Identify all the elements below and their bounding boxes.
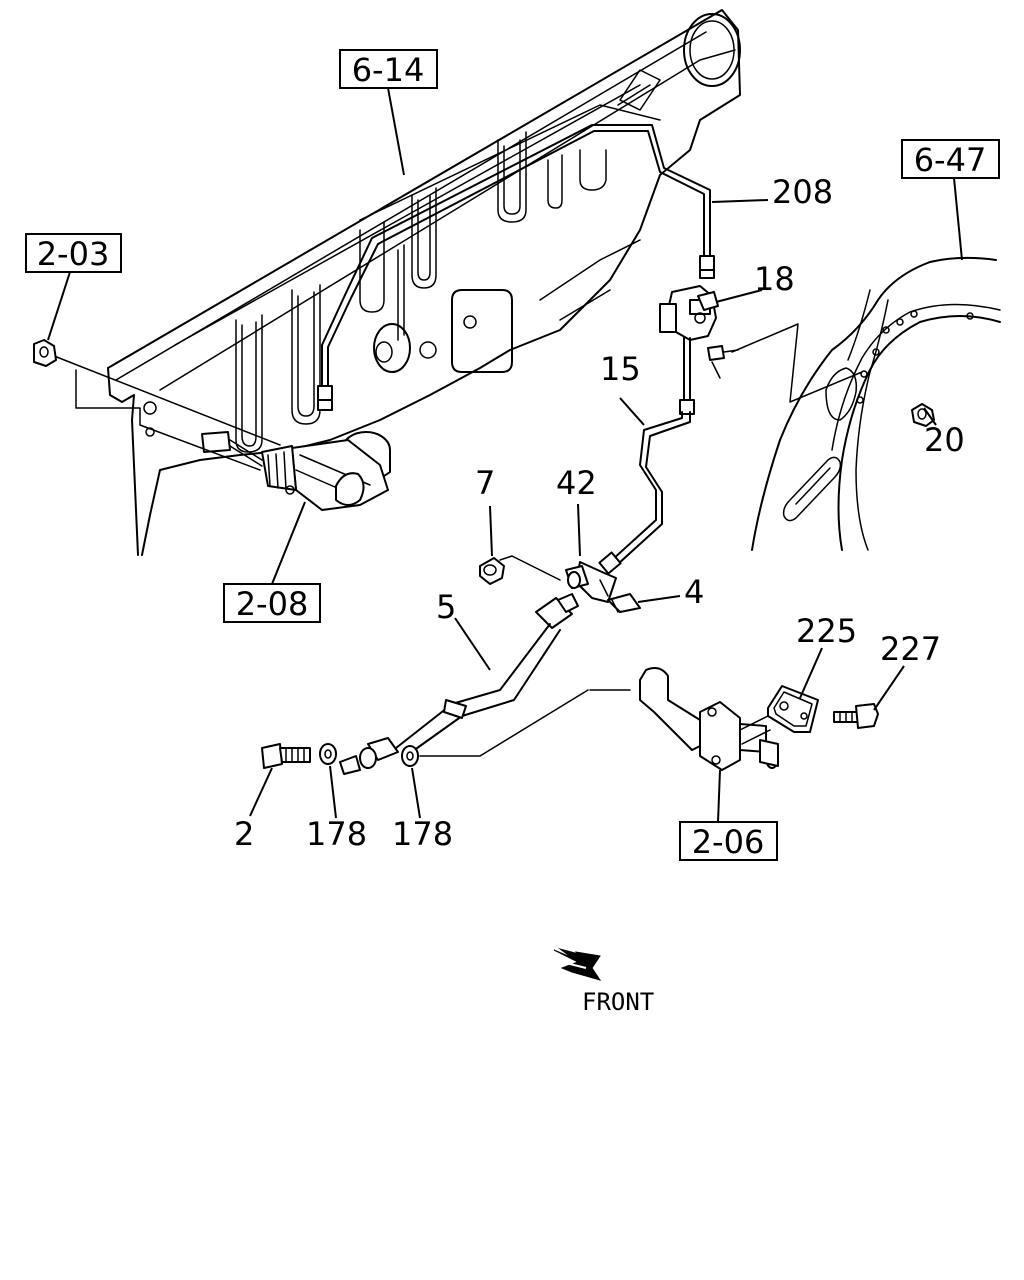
label-15: 15: [600, 350, 641, 388]
label-178-a: 178: [306, 815, 367, 853]
label-7: 7: [475, 464, 495, 502]
firewall-panel: [107, 9, 741, 556]
bolt-227: [833, 703, 879, 729]
front-arrow-icon: [553, 948, 602, 981]
callout-2-03: 2-03: [25, 233, 122, 273]
callout-2-03-text: 2-03: [37, 235, 110, 273]
callout-2-06: 2-06: [679, 821, 778, 861]
label-2: 2: [234, 815, 254, 853]
callout-2-08: 2-08: [223, 583, 321, 623]
gasket-225: [767, 685, 819, 733]
label-20: 20: [924, 421, 965, 459]
clutch-pipe-208: [317, 104, 715, 411]
clutch-slave-cylinder: [639, 667, 779, 771]
clutch-pipe-15: [598, 411, 691, 575]
front-label: FRONT: [582, 988, 654, 1016]
clutch-master-cylinder: [201, 431, 391, 511]
label-42: 42: [556, 464, 597, 502]
label-leader-lines: [47, 87, 963, 823]
label-178-b: 178: [392, 815, 453, 853]
mounting-leader-lines: [43, 351, 281, 471]
label-208: 208: [772, 173, 833, 211]
clip-4: [607, 593, 641, 613]
callout-6-47-text: 6-47: [914, 141, 987, 179]
washer-178-a: [319, 743, 337, 765]
front-indicator: FRONT: [553, 948, 654, 1016]
leader-slave-cylinder: [419, 689, 631, 757]
washer-178-b: [401, 745, 419, 767]
callout-6-14-text: 6-14: [352, 51, 425, 89]
nut-2-03: [33, 339, 57, 367]
flange-nut-7: [479, 557, 505, 585]
three-way-joint: [659, 285, 739, 415]
union-bolt-2: [261, 743, 311, 769]
callout-2-08-text: 2-08: [236, 585, 309, 623]
leader-7: [499, 555, 561, 581]
label-5: 5: [436, 588, 456, 626]
callout-6-47: 6-47: [901, 139, 1000, 179]
label-18: 18: [754, 260, 795, 298]
nut-20: [911, 403, 935, 427]
label-227: 227: [880, 630, 941, 668]
label-4: 4: [684, 573, 704, 611]
label-225: 225: [796, 612, 857, 650]
hose-bracket-42: [565, 561, 617, 603]
callout-2-06-text: 2-06: [692, 823, 765, 861]
wheel-house: [751, 256, 1001, 551]
leader-zigzag: [731, 323, 863, 403]
callout-6-14: 6-14: [339, 49, 438, 89]
clutch-hose-5: [339, 593, 579, 775]
